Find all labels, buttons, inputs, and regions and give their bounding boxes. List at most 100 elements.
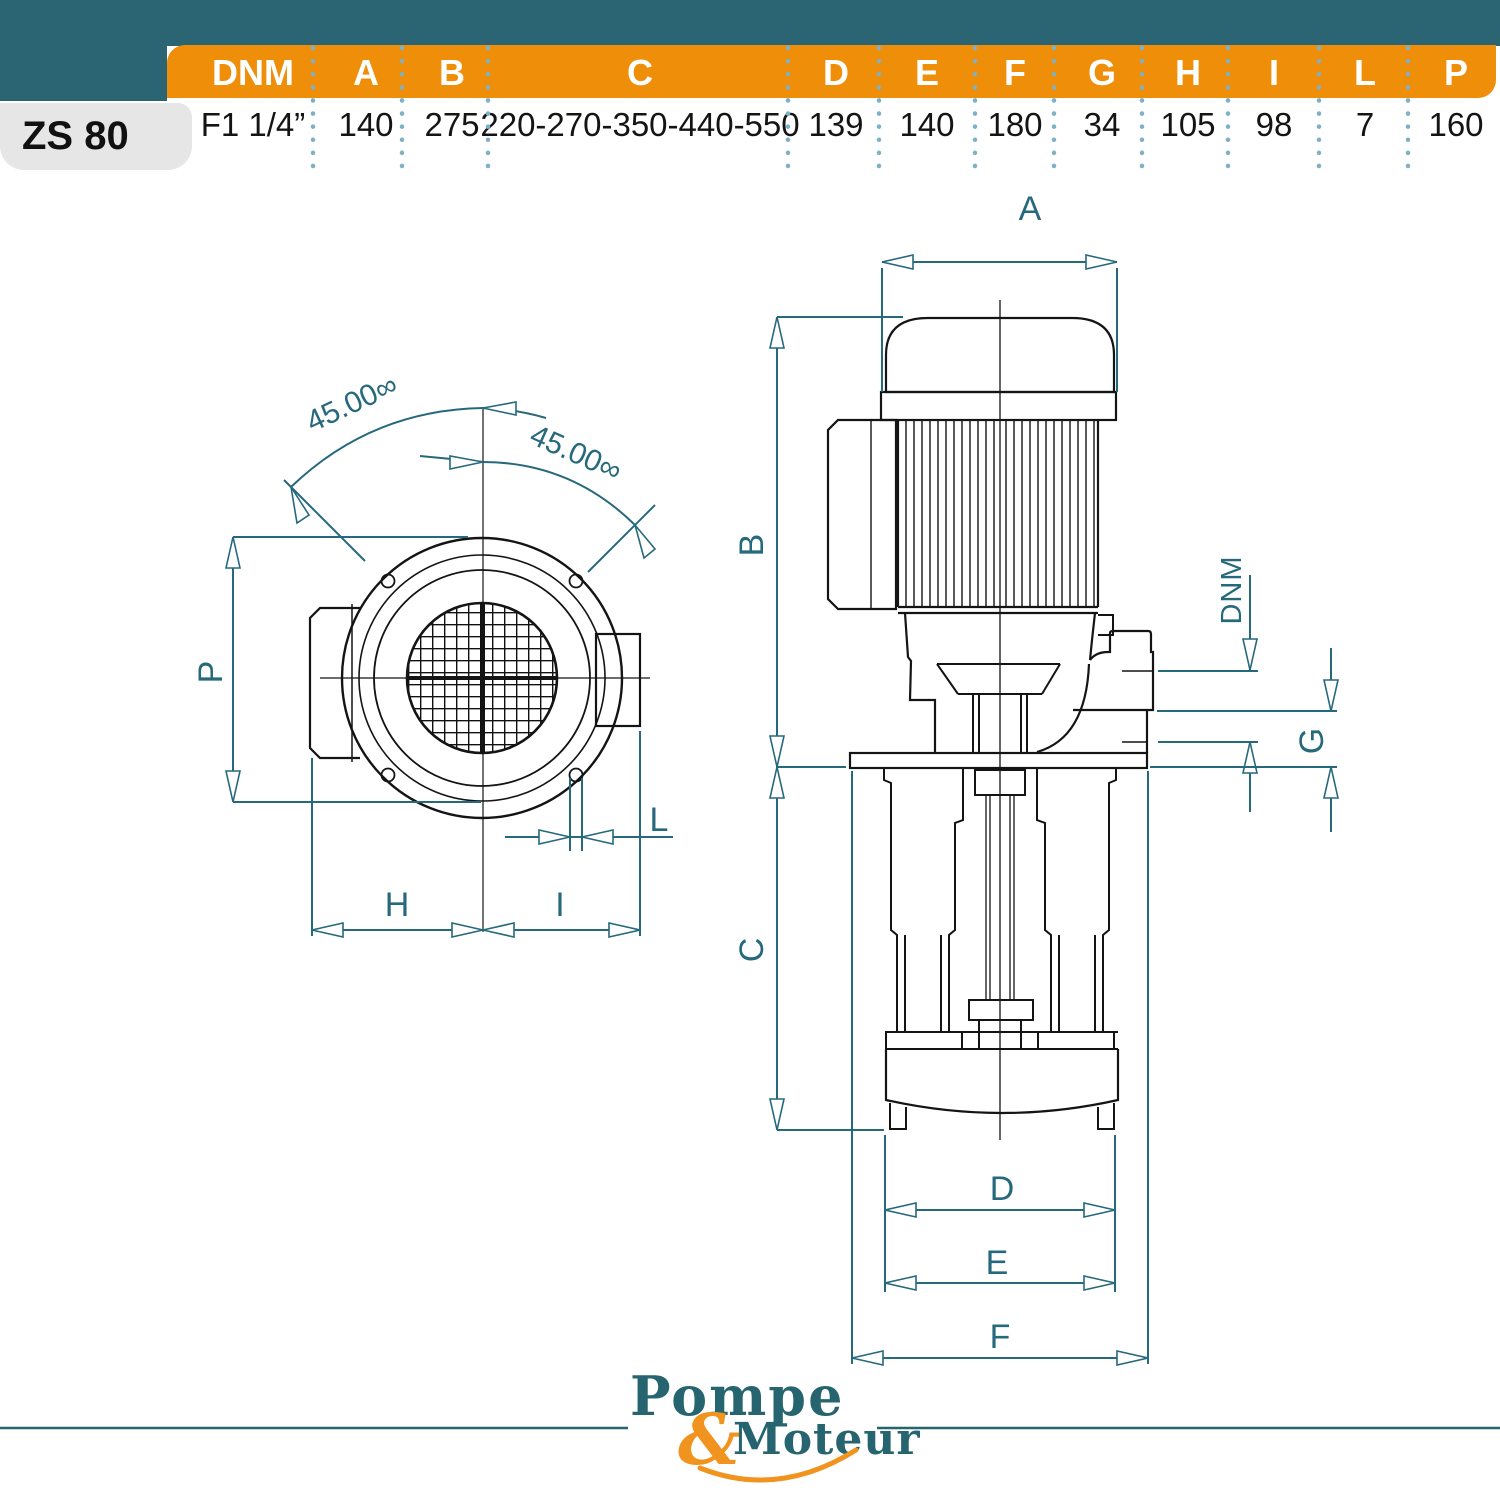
arrowhead (884, 1201, 917, 1219)
base-shell (884, 1049, 1120, 1115)
top-view-dimensions (224, 401, 673, 939)
side-view-linework (826, 300, 1155, 1140)
angle-ray-left (283, 479, 366, 562)
dim-P-lines (232, 536, 481, 803)
top-teal-block (0, 0, 167, 101)
left-collar (885, 1031, 963, 1050)
col-header-b: B (439, 52, 465, 93)
value-h: 105 (1160, 106, 1216, 143)
col-header-dnm: DNM (212, 52, 294, 93)
value-g: 34 (1083, 106, 1121, 143)
base-foot-left (889, 1103, 907, 1130)
angle-ray-right (587, 504, 656, 573)
dim-label-G: G (1293, 728, 1331, 754)
value-dnm: F1 1/4” (200, 106, 306, 143)
dim-L-lines (505, 778, 673, 851)
dim-label-C: C (733, 938, 771, 963)
shaft-lines (985, 795, 1015, 1000)
shaft-foot-block (978, 1019, 1022, 1050)
angle-arc-right-tail (419, 455, 484, 463)
angle-label-right: 45.00∞ (525, 419, 627, 488)
dim-label-H: H (385, 886, 410, 924)
model-label: ZS 80 (22, 114, 129, 158)
arrowhead (581, 828, 614, 846)
outlet-elbow (1036, 629, 1155, 754)
logo-ampersand: & (678, 1398, 742, 1481)
arrowhead (768, 735, 786, 768)
arrowhead (768, 316, 786, 349)
arrowhead (881, 253, 914, 271)
arrowhead (884, 1274, 917, 1292)
top-view-linework (308, 408, 650, 932)
col-header-d: D (823, 52, 849, 93)
col-header-c: C (627, 52, 653, 93)
arrowhead (1116, 1349, 1149, 1367)
dim-C-lines (776, 767, 884, 1131)
dim-A-lines (881, 261, 1118, 392)
dim-label-P: P (192, 661, 230, 684)
arrowhead (538, 828, 571, 846)
shaft-coupling (974, 769, 1026, 796)
right-collar (1037, 1031, 1115, 1050)
flange-outer-circle (340, 536, 624, 820)
dim-label-L: L (650, 801, 669, 839)
arrowhead (482, 401, 517, 416)
col-header-h: H (1175, 52, 1201, 93)
arrowhead (851, 1349, 884, 1367)
shaft-bearing-block (968, 999, 1034, 1021)
dim-label-A: A (1019, 190, 1042, 228)
dim-label-B: B (733, 534, 771, 557)
flange-mid-circle (358, 554, 606, 802)
pump-inlet-cone (936, 663, 1061, 753)
arrowhead (224, 770, 242, 803)
logo-pompe: Pompe (630, 1364, 845, 1428)
dim-label-E: E (986, 1244, 1009, 1282)
motor-cooling-fins (905, 420, 1095, 607)
dim-label-DNM: DNM (1216, 555, 1248, 624)
motor-left-block (826, 418, 898, 611)
left-column (883, 768, 964, 1032)
col-header-a: A (353, 52, 379, 93)
col-header-p: P (1443, 52, 1469, 93)
value-l: 7 (1355, 106, 1375, 143)
value-e: 140 (899, 106, 955, 143)
pump-head-tab-right (1098, 614, 1114, 636)
col-header-g: G (1087, 52, 1117, 93)
value-i: 98 (1255, 106, 1293, 143)
dim-DNM-lines (1158, 575, 1258, 812)
bolt-hole-top-right (568, 573, 584, 589)
arrowhead (1085, 253, 1118, 271)
strainer-mesh-circle (405, 601, 559, 755)
angle-arc-left-tail (482, 407, 547, 419)
right-port (594, 632, 642, 728)
arrowhead (1083, 1274, 1116, 1292)
col-header-f: F (1004, 52, 1026, 93)
value-p: 160 (1428, 106, 1484, 143)
pump-head-right-profile (1088, 612, 1097, 661)
bolt-hole-bottom-right (568, 767, 584, 783)
dim-label-D: D (990, 1170, 1015, 1208)
bolt-hole-bottom-left (380, 767, 396, 783)
dim-B-lines (776, 316, 903, 768)
dim-label-F: F (990, 1318, 1011, 1356)
base-foot-right (1097, 1103, 1115, 1130)
arrowhead (634, 524, 657, 560)
arrowhead (224, 536, 242, 569)
mesh-center-cross (408, 603, 558, 753)
value-f: 180 (987, 106, 1043, 143)
value-d: 139 (808, 106, 864, 143)
mounting-plate (848, 751, 1149, 770)
dim-G-lines (1150, 648, 1337, 832)
arrowhead (1083, 1201, 1116, 1219)
arrowhead (311, 921, 344, 939)
flange-inner-circle (373, 569, 591, 787)
col-header-i: I (1268, 52, 1280, 93)
arrowhead (768, 766, 786, 799)
value-a: 140 (338, 106, 394, 143)
angle-arc-left (290, 407, 484, 488)
arrowhead (482, 921, 515, 939)
side-view-dimensions (768, 253, 1340, 1367)
col-header-l: L (1354, 52, 1376, 93)
motor-cap (884, 316, 1116, 394)
arrowhead (1241, 638, 1259, 671)
